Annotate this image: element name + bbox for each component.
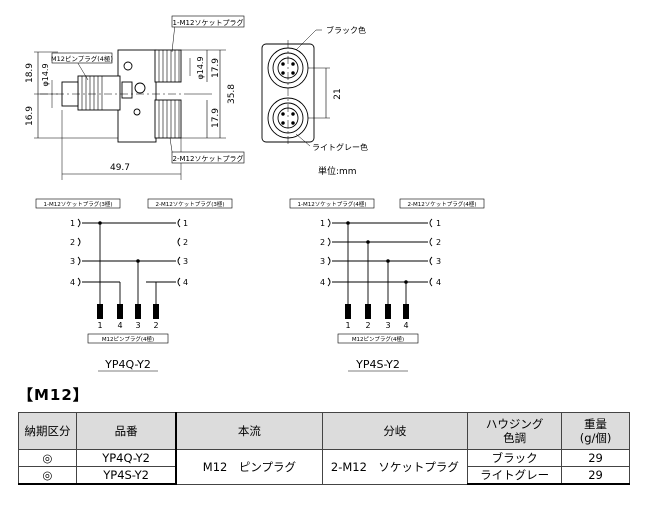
- bottom-pin-label: 2: [153, 321, 158, 330]
- bottom-pin-label: 4: [403, 321, 408, 330]
- cell-branch: 2-M12 ソケットプラグ: [321, 449, 469, 485]
- left-pin-label: 3: [320, 257, 325, 266]
- unit-label: 単位:mm: [318, 165, 357, 177]
- wiring-socket2-label: 2-M12ソケットプラグ(4極): [407, 200, 476, 208]
- wiring-pin-plug-label: M12ピンプラグ(4極): [102, 335, 154, 343]
- header-part-no: 品番: [75, 412, 177, 450]
- left-pin-label: 2: [320, 238, 325, 247]
- header-housing-line1: ハウジング: [485, 417, 544, 431]
- dim-49-7: 49.7: [110, 163, 130, 173]
- left-pin-label: 1: [320, 219, 325, 228]
- left-pin-label: 1: [70, 219, 75, 228]
- right-pin-label: 3: [183, 257, 188, 266]
- header-weight-line2: (g/個): [579, 431, 612, 445]
- section-title: 【M12】: [18, 386, 89, 404]
- bottom-pin-label: 1: [345, 321, 350, 330]
- right-pin-label: 1: [436, 219, 441, 228]
- bottom-pin-label: 3: [135, 321, 140, 330]
- cell-part-no: YP4Q-Y2: [75, 449, 177, 467]
- wiring-diagram-yp4s: 1-M12ソケットプラグ(4極) 2-M12ソケットプラグ(4極) 1 2 3 …: [289, 198, 485, 372]
- table-row: ◎ YP4S-Y2 ライトグレー 29: [18, 466, 630, 485]
- right-pin-label: 2: [183, 238, 188, 247]
- dim-18-9: 18.9: [25, 63, 35, 83]
- wiring-model-label: YP4Q-Y2: [104, 358, 151, 371]
- lightgray-color-label: ライトグレー色: [312, 142, 368, 152]
- right-pin-label: 2: [436, 238, 441, 247]
- cell-part-no: YP4S-Y2: [75, 466, 177, 485]
- right-pin-label: 4: [183, 278, 188, 287]
- dim-phi-14-9-right: φ14.9: [196, 56, 205, 79]
- cell-weight: 29: [561, 466, 630, 485]
- dim-35-8: 35.8: [227, 84, 237, 104]
- wiring-socket2-label: 2-M12ソケットプラグ(3極): [155, 200, 224, 208]
- wiring-pin-plug-label: M12ピンプラグ(4極): [352, 335, 404, 343]
- dim-phi-14-9-left: φ14.9: [41, 63, 50, 86]
- header-branch: 分岐: [321, 412, 469, 450]
- right-pin-label: 3: [436, 257, 441, 266]
- header-weight-line1: 重量: [584, 417, 608, 431]
- wiring-socket1-label: 1-M12ソケットプラグ(4極): [297, 200, 366, 208]
- dim-17-9-top: 17.9: [211, 58, 221, 78]
- header-delivery: 納期区分: [18, 412, 77, 450]
- pin-plug-callout: M12ピンプラグ(4極): [51, 54, 113, 63]
- wiring-diagram-yp4q: 1-M12ソケットプラグ(3極) 2-M12ソケットプラグ(3極) 1 2 3 …: [35, 198, 233, 372]
- technical-drawing: 1-M12ソケットプラグ 2-M12ソケットプラグ M12ピンプラグ(4極) 1…: [25, 15, 485, 372]
- dim-21: 21: [333, 88, 343, 99]
- bottom-socket-callout: 2-M12ソケットプラグ: [173, 154, 244, 163]
- side-view: [34, 23, 226, 180]
- cell-housing: ブラック: [467, 449, 563, 467]
- bottom-pin-label: 3: [385, 321, 390, 330]
- left-pin-label: 3: [70, 257, 75, 266]
- cell-main: M12 ピンプラグ: [175, 449, 323, 485]
- wiring-model-label: YP4S-Y2: [355, 358, 400, 371]
- right-pin-label: 1: [183, 219, 188, 228]
- bottom-pin-label: 4: [117, 321, 122, 330]
- left-pin-label: 4: [70, 278, 75, 287]
- bottom-pin-label: 1: [97, 321, 102, 330]
- table-header-row: 納期区分 品番 本流 分岐 ハウジング 色調 重量 (g/個): [18, 412, 630, 450]
- cell-delivery: ◎: [18, 466, 77, 485]
- header-weight: 重量 (g/個): [561, 412, 630, 450]
- header-housing-line2: 色調: [503, 431, 527, 445]
- right-pin-label: 4: [436, 278, 441, 287]
- header-main: 本流: [175, 412, 323, 450]
- left-pin-label: 2: [70, 238, 75, 247]
- bottom-pin-label: 2: [365, 321, 370, 330]
- table-row: ◎ YP4Q-Y2 M12 ピンプラグ 2-M12 ソケットプラグ ブラック 2…: [18, 449, 630, 485]
- cell-delivery: ◎: [18, 449, 77, 467]
- top-socket-callout: 1-M12ソケットプラグ: [173, 18, 244, 27]
- black-color-label: ブラック色: [326, 25, 366, 35]
- header-housing: ハウジング 色調: [467, 412, 563, 450]
- cell-weight: 29: [561, 449, 630, 467]
- left-pin-label: 4: [320, 278, 325, 287]
- spec-table: 納期区分 品番 本流 分岐 ハウジング 色調 重量 (g/個) ◎ YP4Q-Y…: [18, 412, 630, 485]
- wiring-socket1-label: 1-M12ソケットプラグ(3極): [43, 200, 112, 208]
- front-view: [261, 29, 330, 147]
- dim-17-9-bottom: 17.9: [211, 108, 221, 128]
- cell-housing: ライトグレー: [467, 466, 563, 485]
- dim-16-9: 16.9: [25, 106, 35, 126]
